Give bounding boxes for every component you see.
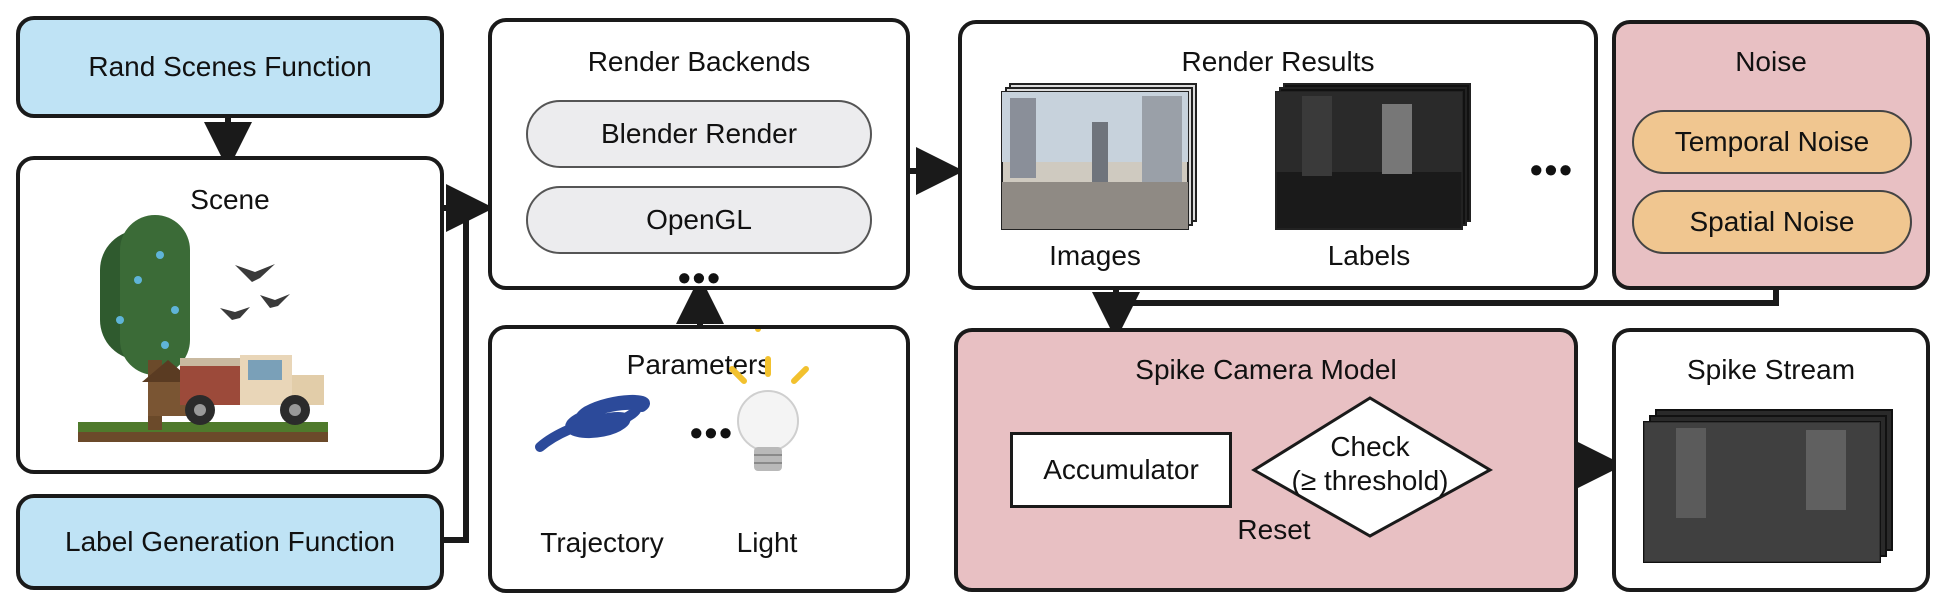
spike-stream-stack	[1643, 409, 1893, 563]
results-more-dots: •••	[1530, 149, 1574, 190]
scene-title: Scene	[190, 184, 270, 215]
trajectory-icon	[535, 395, 650, 452]
arrow-label-gen-to-backends	[442, 208, 469, 543]
labels-label: Labels	[1327, 240, 1411, 271]
parameters-panel: Parameters ••• Trajectory Light	[488, 325, 910, 593]
check-diamond	[1251, 396, 1494, 538]
render-backends-title: Render Backends	[587, 46, 811, 77]
temporal-noise-pill: Temporal Noise	[1632, 110, 1912, 174]
label-generation-function: Label Generation Function	[16, 494, 444, 590]
truck-icon	[180, 355, 324, 425]
spike-camera-title: Spike Camera Model	[1135, 354, 1397, 385]
scene-panel: Scene	[16, 156, 444, 474]
rand-scenes-label: Rand Scenes Function	[88, 51, 372, 82]
opengl-pill: OpenGL	[526, 186, 872, 254]
render-results-title: Render Results	[1181, 46, 1375, 77]
spatial-noise-pill: Spatial Noise	[1632, 190, 1912, 254]
line-noise-merge	[1116, 290, 1779, 306]
label-generation-label: Label Generation Function	[65, 526, 395, 557]
scene-illustration	[78, 215, 328, 442]
bird-icons	[220, 264, 290, 320]
check-label: Check (≥ threshold)	[1270, 430, 1470, 498]
reset-label: Reset	[1237, 514, 1311, 545]
light-bulb-icon	[729, 329, 809, 471]
render-backends-panel: Render Backends Blender Render OpenGL ••…	[488, 18, 910, 296]
image-stack	[1001, 83, 1471, 230]
check-line2: (≥ threshold)	[1291, 465, 1449, 496]
noise-title: Noise	[1735, 46, 1807, 77]
images-label: Images	[1049, 240, 1141, 271]
check-line1: Check	[1330, 431, 1410, 462]
blender-render-pill: Blender Render	[526, 100, 872, 168]
noise-panel: Noise Temporal Noise Spatial Noise	[1612, 20, 1930, 290]
parameters-more-dots: •••	[690, 412, 734, 453]
spike-camera-model-panel: Spike Camera Model Accumulator Check (≥ …	[954, 328, 1578, 592]
light-label: Light	[736, 527, 798, 558]
spike-stream-panel: Spike Stream	[1612, 328, 1930, 592]
accumulator-box: Accumulator	[1010, 432, 1232, 508]
accumulator-label: Accumulator	[1043, 454, 1199, 485]
parameters-title: Parameters	[626, 349, 772, 380]
trajectory-label: Trajectory	[540, 527, 664, 558]
spike-stream-title: Spike Stream	[1686, 354, 1856, 385]
backends-more-dots: •••	[678, 257, 722, 298]
rand-scenes-function: Rand Scenes Function	[16, 16, 444, 118]
render-results-panel: Render Results Images Labels •••	[958, 20, 1598, 290]
tree-icon	[100, 215, 194, 430]
